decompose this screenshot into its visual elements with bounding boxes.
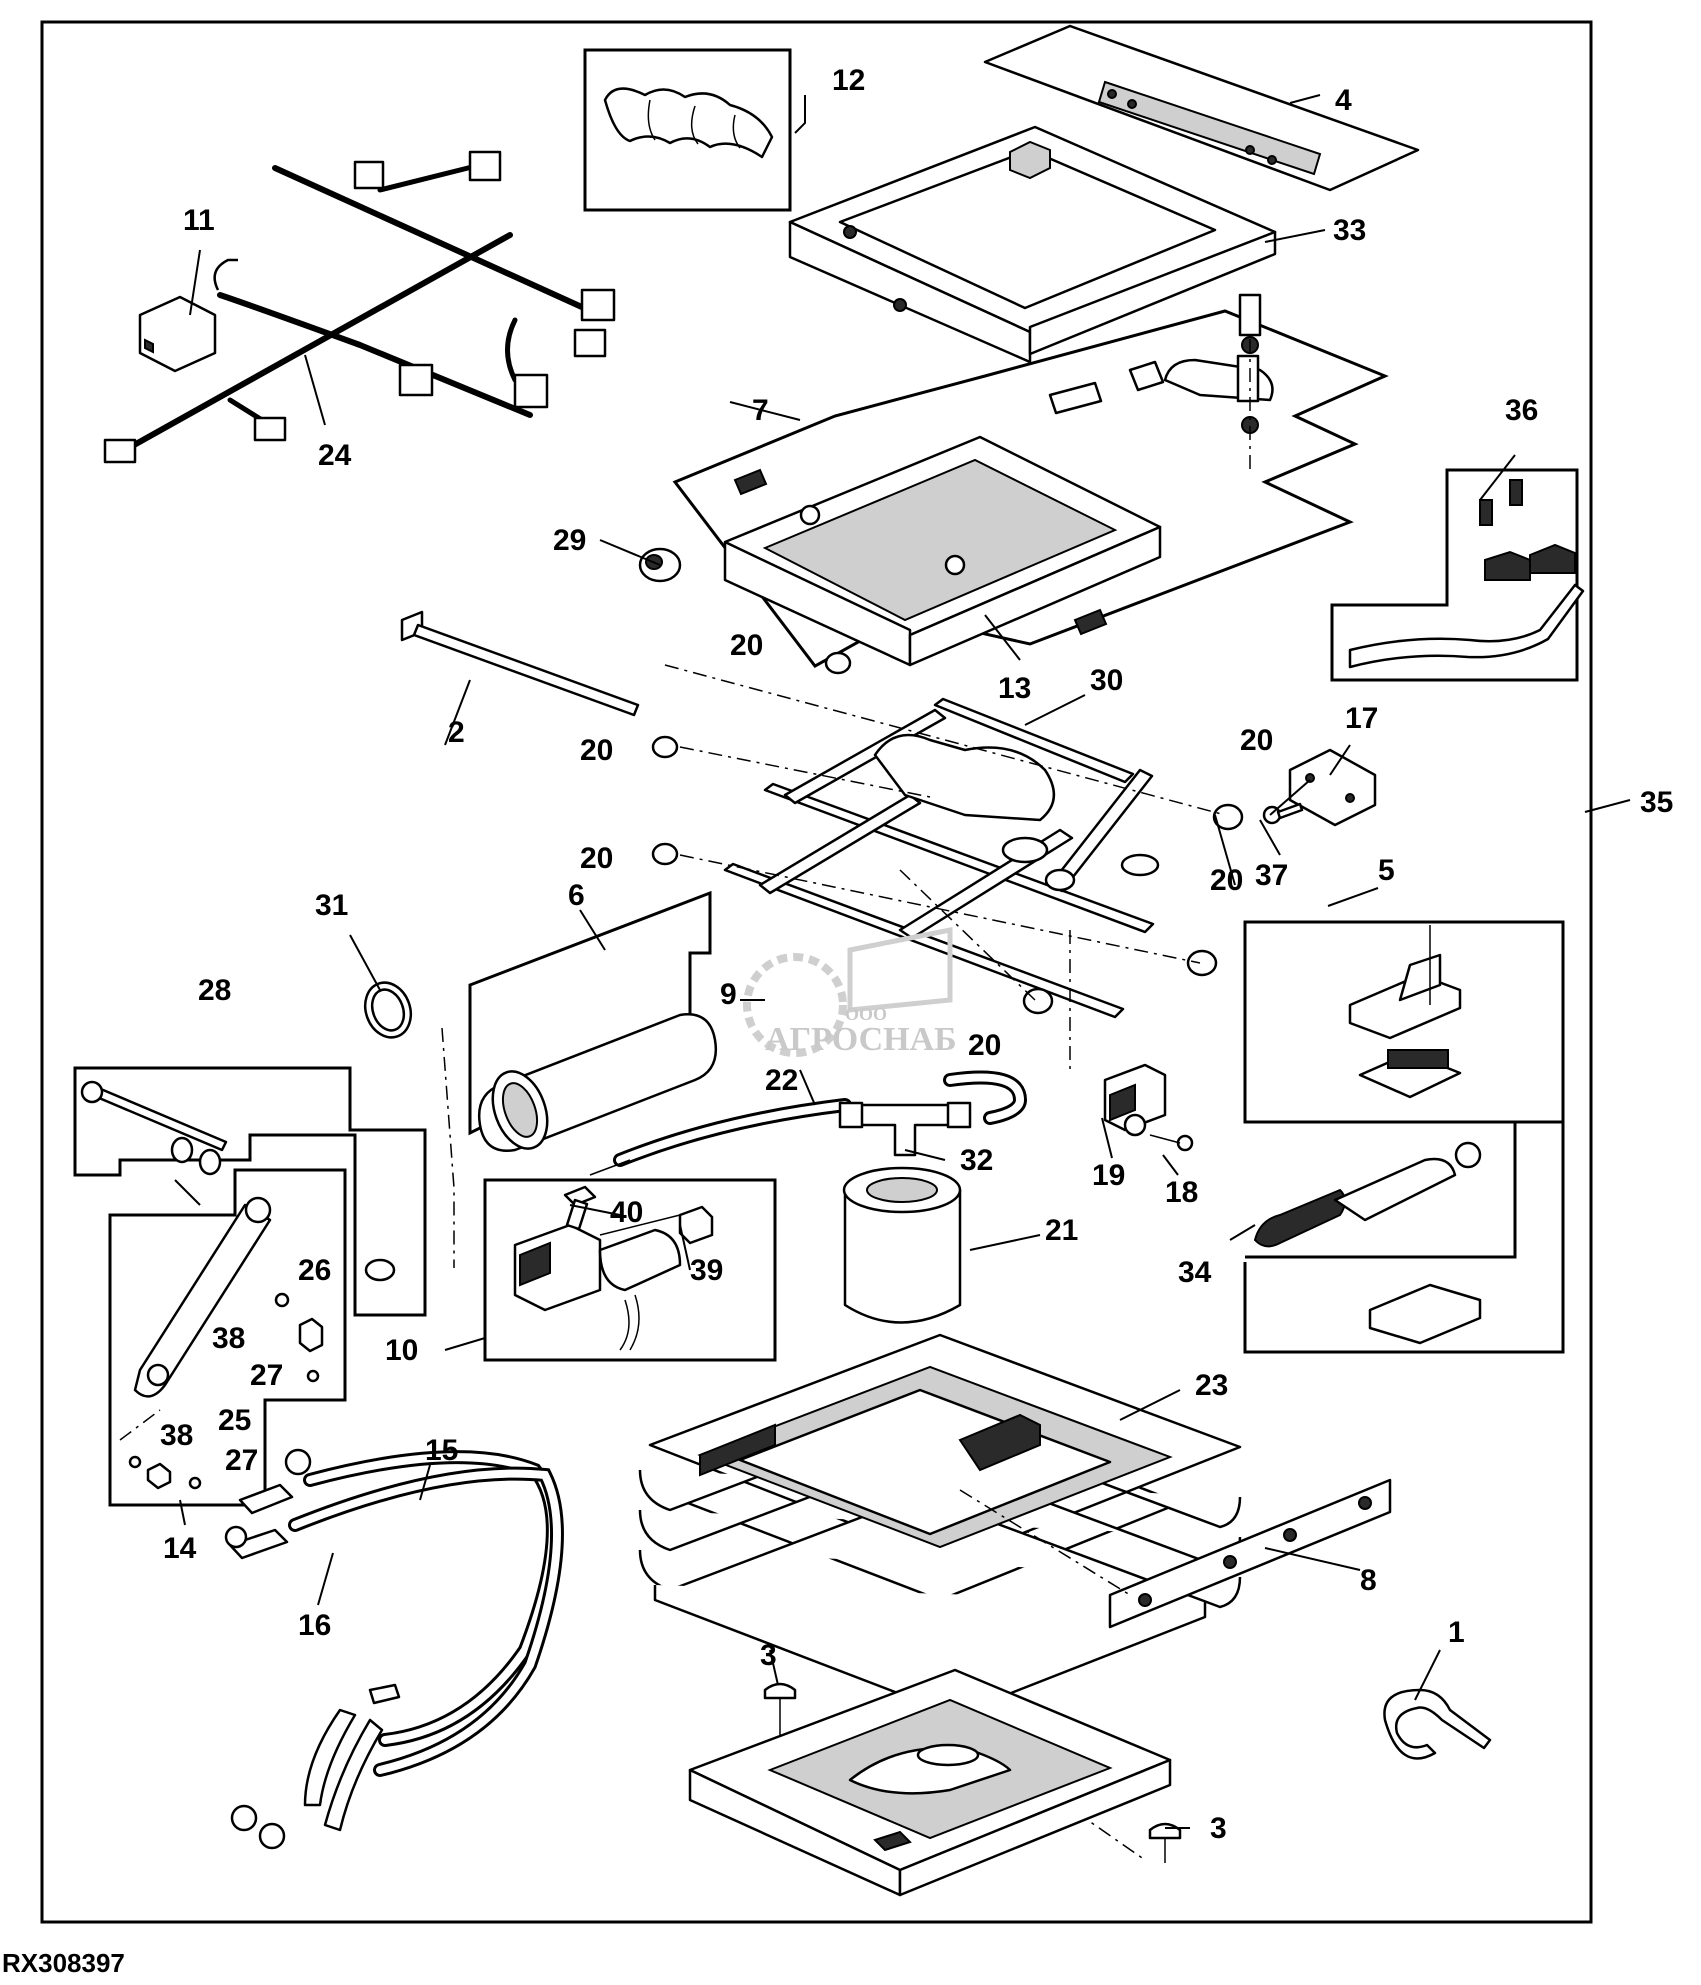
part-22-hoses [613, 1070, 1028, 1167]
callout-40: 40 [610, 1196, 643, 1229]
part-14-box [108, 1168, 347, 1507]
callout-36: 36 [1505, 394, 1538, 427]
figure-id: RX308397 [2, 1948, 125, 1978]
callout-8: 8 [1360, 1564, 1377, 1597]
part-10-box [483, 1178, 777, 1362]
part-37-screw [1262, 802, 1304, 825]
part-15-16-hydraulic-hoses [224, 1448, 564, 1850]
watermark-line1: ООО [845, 1004, 887, 1024]
callout-12: 12 [832, 64, 865, 97]
base-plate [688, 1668, 1172, 1897]
callout-5: 5 [1378, 854, 1395, 887]
callout-28: 28 [198, 974, 231, 1007]
part-24-wiring-harness [103, 150, 616, 464]
part-31-clamp [363, 981, 413, 1039]
part-9-air-spring [477, 1013, 718, 1152]
callout-23: 23 [1195, 1369, 1228, 1402]
callout-29: 29 [553, 524, 586, 557]
callout-2: 2 [448, 716, 465, 749]
callout-25: 25 [218, 1404, 251, 1437]
callout-20e: 20 [1210, 864, 1243, 897]
callout-20b: 20 [580, 734, 613, 767]
part-7-actuator-detail [1048, 293, 1274, 470]
callout-4: 4 [1335, 84, 1352, 117]
callout-20c: 20 [1240, 724, 1273, 757]
callout-labels: 1 2 3 3 4 5 6 7 8 9 10 11 12 13 14 15 16… [160, 64, 1673, 1845]
part-1-cable-tie [1383, 1688, 1492, 1760]
callout-33: 33 [1333, 214, 1366, 247]
callout-6: 6 [568, 879, 585, 912]
callout-39: 39 [690, 1254, 723, 1287]
dashed-centerlines [441, 664, 1226, 1268]
callout-24: 24 [318, 439, 352, 472]
part-28-box [73, 1066, 427, 1317]
part-13-upper-frame [723, 435, 1162, 667]
callout-27a: 27 [250, 1359, 283, 1392]
part-34-damper [1253, 1141, 1482, 1345]
callout-1: 1 [1448, 1616, 1465, 1649]
callout-30: 30 [1090, 664, 1123, 697]
part-4-seat-plate [983, 24, 1420, 192]
part-30-scissor-assembly [723, 697, 1160, 1019]
callout-20f: 20 [968, 1029, 1001, 1062]
callout-11: 11 [183, 204, 215, 237]
part-11-relay [138, 295, 217, 373]
callout-3a: 3 [760, 1639, 777, 1672]
part-40-fitting [563, 1159, 631, 1231]
callout-22: 22 [765, 1064, 798, 1097]
part-10-compressor [513, 1223, 682, 1351]
callout-38b: 38 [160, 1419, 193, 1452]
callout-21: 21 [1045, 1214, 1078, 1247]
part-6-box [468, 890, 712, 1136]
callout-35: 35 [1640, 786, 1673, 819]
part-23-bellows [638, 1333, 1242, 1717]
callout-3b: 3 [1210, 1812, 1227, 1845]
watermark-logo: ООО АГРОСНАБ [743, 926, 957, 1058]
callout-26: 26 [298, 1254, 331, 1287]
part-32-tee [838, 1101, 972, 1157]
part-19-valve [1103, 1063, 1167, 1137]
leader-lines [174, 94, 1631, 1829]
part-2-rod [400, 610, 640, 717]
part-12-heater-group [583, 48, 792, 212]
part-5-latch [1348, 925, 1462, 1099]
callout-16: 16 [298, 1609, 331, 1642]
part-8-strip [959, 1478, 1392, 1629]
callout-7: 7 [752, 394, 769, 427]
part-34-box [1243, 1117, 1565, 1354]
callout-34: 34 [1178, 1256, 1212, 1289]
callout-31: 31 [315, 889, 348, 922]
part-36-lever-group [1330, 468, 1585, 682]
callout-38a: 38 [212, 1322, 245, 1355]
callout-14: 14 [163, 1532, 197, 1565]
callout-17: 17 [1345, 702, 1378, 735]
part-20-bushings [651, 651, 1244, 1015]
watermark-line2: АГРОСНАБ [765, 1021, 957, 1058]
diagram-outer-frame [40, 20, 1593, 1924]
part-39-sensor [599, 1205, 714, 1245]
callout-13: 13 [998, 672, 1031, 705]
callout-20d: 20 [580, 842, 613, 875]
callout-27b: 27 [225, 1444, 258, 1477]
callout-37: 37 [1255, 859, 1288, 892]
callout-9: 9 [720, 978, 737, 1011]
part-18-screw [1149, 1134, 1194, 1152]
part-33-slide-frame [788, 125, 1277, 364]
callout-20a: 20 [730, 629, 763, 662]
callout-15: 15 [425, 1434, 458, 1467]
callout-19: 19 [1092, 1159, 1125, 1192]
callout-32: 32 [960, 1144, 993, 1177]
part-17-bracket [1288, 748, 1377, 827]
callout-10: 10 [385, 1334, 418, 1367]
callout-18: 18 [1165, 1176, 1198, 1209]
part-21-reservoir [842, 1166, 962, 1324]
